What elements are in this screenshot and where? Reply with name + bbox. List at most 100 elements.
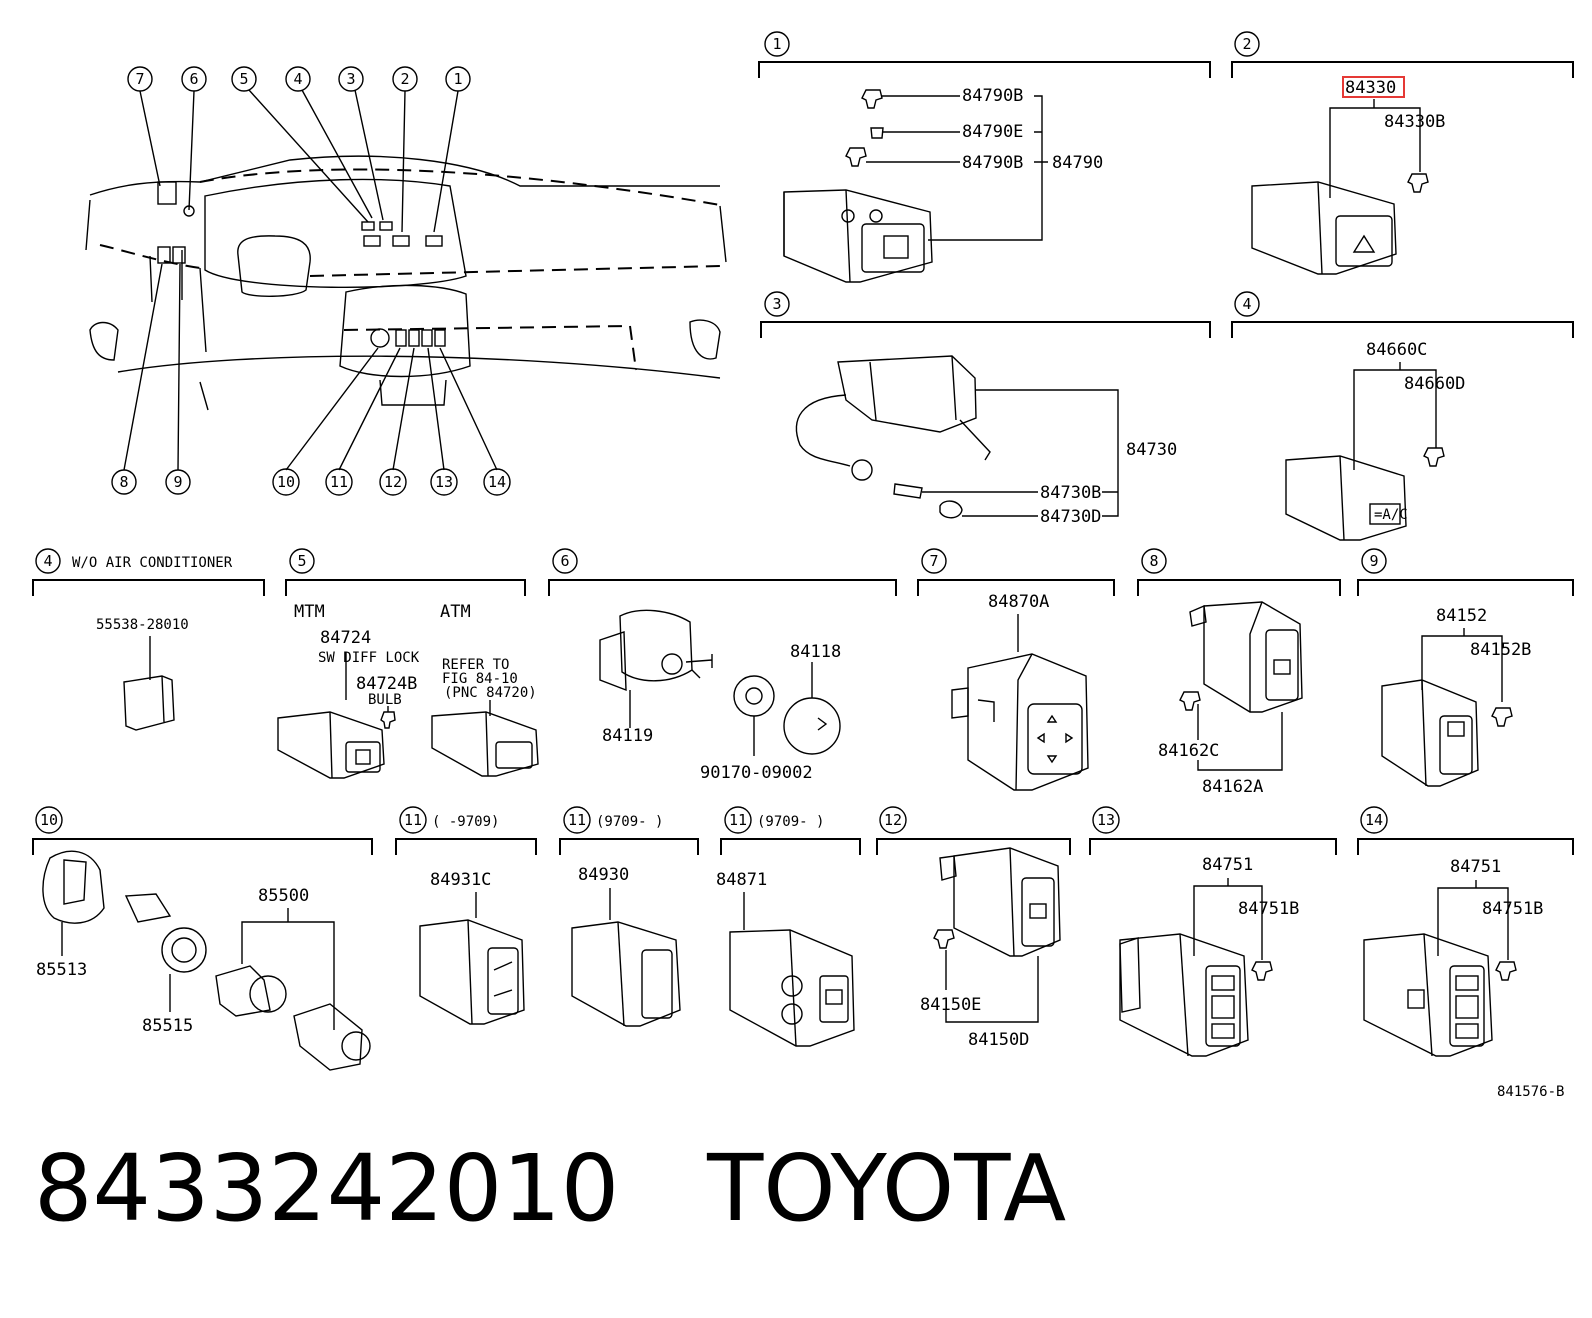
part-55538-28010-label: 55538-28010: [96, 617, 189, 633]
part-84871-label: 84871: [716, 870, 767, 890]
section-11b: 11 (9709- ) 84930: [559, 806, 699, 1027]
part-84790B-2-label: 84790B: [962, 153, 1023, 173]
section-14: 14 84751 84751B: [1357, 806, 1574, 1057]
part-84118-label: 84118: [790, 642, 841, 662]
part-84162A-label: 84162A: [1202, 777, 1263, 797]
section-5-mtm-label: MTM: [294, 602, 325, 622]
part-85515-label: 85515: [142, 1016, 193, 1036]
callout-4-label: 4: [293, 70, 302, 88]
section-4-no-ac-title: W/O AIR CONDITIONER: [72, 555, 233, 571]
section-1: 1 84790B 84790E 84790B 84790: [758, 31, 1211, 283]
callout-6: 6: [181, 66, 207, 92]
section-11a: 11 ( -9709) 84931C: [395, 806, 537, 1025]
section-11c-number: 11: [729, 811, 747, 829]
part-84660C-label: 84660C: [1366, 340, 1427, 360]
section-3: 3 84730 84730B 84730D: [760, 291, 1211, 527]
section-4-no-ac-number: 4: [43, 552, 52, 570]
callout-10: 10: [272, 468, 300, 496]
section-12-number: 12: [884, 811, 902, 829]
part-85513-label: 85513: [36, 960, 87, 980]
footer-part-number: 8433242010: [34, 1135, 620, 1242]
section-6: 6 84119 90170-09002 84118: [548, 548, 897, 783]
section-7: 7 84870A: [917, 548, 1115, 791]
callout-1-label: 1: [453, 70, 462, 88]
part-84660D-label: 84660D: [1404, 374, 1465, 394]
part-84162C-label: 84162C: [1158, 741, 1219, 761]
part-84930-label: 84930: [578, 865, 629, 885]
part-sw-diff-lock-label: SW DIFF LOCK: [318, 650, 420, 666]
part-84870A-label: 84870A: [988, 592, 1049, 612]
figure-code: 841576-B: [1497, 1084, 1564, 1100]
callout-9-label: 9: [173, 473, 182, 491]
highlight-box-84330: [1342, 76, 1405, 98]
part-84119-label: 84119: [602, 726, 653, 746]
section-6-number: 6: [560, 552, 569, 570]
dashboard-overview: 7 6 5 4 3 2 1: [85, 66, 727, 496]
section-10: 10 85513 85515 85500: [32, 806, 373, 1071]
section-4-number: 4: [1242, 295, 1251, 313]
part-84730-label: 84730: [1126, 440, 1177, 460]
callout-2: 2: [392, 66, 418, 92]
section-2-number: 2: [1242, 35, 1251, 53]
callout-5-label: 5: [239, 70, 248, 88]
part-84724-label: 84724: [320, 628, 371, 648]
section-11b-range: (9709- ): [596, 814, 663, 830]
callout-1: 1: [445, 66, 471, 92]
section-5: 5 MTM ATM 84724 SW DIFF LOCK 84724B BULB…: [277, 548, 539, 779]
part-84150E-label: 84150E: [920, 995, 981, 1015]
callout-4: 4: [285, 66, 311, 92]
callout-8: 8: [111, 469, 137, 495]
section-11b-number: 11: [568, 811, 586, 829]
section-9-number: 9: [1369, 552, 1378, 570]
part-84152B-label: 84152B: [1470, 640, 1531, 660]
section-11a-number: 11: [404, 811, 422, 829]
callout-14-label: 14: [488, 473, 506, 491]
section-11c: 11 (9709- ) 84871: [716, 806, 861, 1047]
section-9: 9 84152 84152B: [1357, 548, 1574, 787]
callout-2-label: 2: [400, 70, 409, 88]
callout-7: 7: [127, 66, 153, 92]
part-85500-label: 85500: [258, 886, 309, 906]
part-84730B-label: 84730B: [1040, 483, 1101, 503]
callout-11-label: 11: [330, 473, 348, 491]
part-84150D-label: 84150D: [968, 1030, 1029, 1050]
section-2: 2 84330 84330B: [1231, 31, 1574, 275]
section-7-number: 7: [929, 552, 938, 570]
refer-line-3: (PNC 84720): [444, 685, 537, 701]
part-84730D-label: 84730D: [1040, 507, 1101, 527]
section-10-number: 10: [40, 811, 58, 829]
part-84790-label: 84790: [1052, 153, 1103, 173]
part-84751-2-label: 84751: [1450, 857, 1501, 877]
footer-brand: TOYOTA: [707, 1135, 1067, 1242]
section-11a-range: ( -9709): [432, 814, 499, 830]
callout-12-label: 12: [384, 473, 402, 491]
callout-13: 13: [430, 468, 458, 496]
part-84330-label[interactable]: 84330: [1345, 78, 1396, 98]
part-84931C-label: 84931C: [430, 870, 491, 890]
section-13-number: 13: [1097, 811, 1115, 829]
callout-14: 14: [483, 468, 511, 496]
callout-6-label: 6: [189, 70, 198, 88]
section-4: 4 84660C 84660D =A/C: [1231, 291, 1574, 541]
footer-caption: 8433242010 TOYOTA: [34, 1134, 1066, 1244]
section-8: 8 84162C 84162A: [1137, 548, 1341, 797]
part-90170-09002-label: 90170-09002: [700, 763, 813, 783]
callout-9: 9: [165, 469, 191, 495]
section-5-number: 5: [297, 552, 306, 570]
part-84790B-label: 84790B: [962, 86, 1023, 106]
section-1-number: 1: [772, 35, 781, 53]
callout-10-label: 10: [277, 473, 295, 491]
callout-8-label: 8: [119, 473, 128, 491]
section-12: 12 84150E 84150D: [876, 806, 1071, 1050]
callout-5: 5: [231, 66, 257, 92]
refer-line-1: REFER TO: [442, 657, 509, 673]
part-84751-label: 84751: [1202, 855, 1253, 875]
callout-7-label: 7: [135, 70, 144, 88]
section-13: 13 84751 84751B: [1089, 806, 1337, 1057]
callout-12: 12: [379, 468, 407, 496]
part-84330B-label: 84330B: [1384, 112, 1445, 132]
part-84152-label: 84152: [1436, 606, 1487, 626]
part-84751B-2-label: 84751B: [1482, 899, 1543, 919]
